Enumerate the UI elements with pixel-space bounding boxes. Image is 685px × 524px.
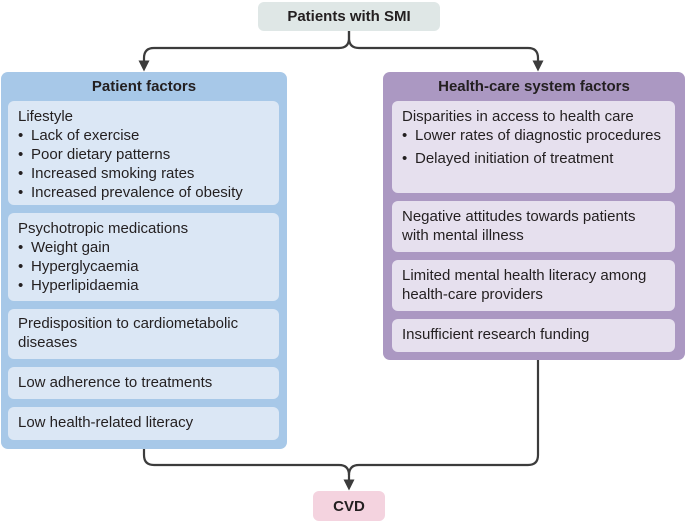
limited-literacy-box: Limited mental health literacy among hea…: [392, 260, 675, 311]
access-disparities-list: Lower rates of diagnostic procedures Del…: [402, 126, 665, 168]
connector-top-to-patient: [138, 31, 351, 72]
predisposition-text: Predisposition to cardiometabolic diseas…: [18, 315, 239, 351]
research-funding-box: Insufficient research funding: [392, 319, 675, 352]
psychotropic-medications-list: Weight gain Hyperglycaemia Hyperlipidaem…: [18, 238, 269, 295]
list-item: Poor dietary patterns: [18, 145, 269, 164]
patient-factors-panel: Patient factors Lifestyle Lack of exerci…: [1, 72, 287, 449]
patients-with-smi-label: Patients with SMI: [287, 8, 411, 25]
negative-attitudes-box: Negative attitudes towards patients with…: [392, 201, 675, 252]
connector-patient-to-cvd: [142, 449, 355, 491]
list-item: Lack of exercise: [18, 126, 269, 145]
access-disparities-heading: Disparities in access to health care: [402, 108, 634, 125]
connector-top-to-health: [347, 31, 544, 72]
patient-factors-title: Patient factors: [91, 78, 197, 95]
limited-literacy-text: Limited mental health literacy among hea…: [402, 267, 647, 303]
lifestyle-heading: Lifestyle: [18, 108, 74, 125]
psychotropic-medications-box: Psychotropic medications Weight gain Hyp…: [8, 213, 279, 301]
health-care-factors-title: Health-care system factors: [438, 78, 630, 95]
patients-with-smi-node: Patients with SMI: [258, 2, 440, 31]
low-literacy-box: Low health-related literacy: [8, 407, 279, 440]
list-item: Delayed initiation of treatment: [402, 149, 665, 168]
low-adherence-box: Low adherence to treatments: [8, 367, 279, 399]
list-item: Increased smoking rates: [18, 164, 269, 183]
predisposition-box: Predisposition to cardiometabolic diseas…: [8, 309, 279, 359]
list-item: Weight gain: [18, 238, 269, 257]
lifestyle-list: Lack of exercise Poor dietary patterns I…: [18, 126, 269, 202]
health-care-factors-panel: Health-care system factors Disparities i…: [383, 72, 685, 360]
list-item: Hyperlipidaemia: [18, 276, 269, 295]
psychotropic-medications-heading: Psychotropic medications: [18, 220, 189, 237]
negative-attitudes-text: Negative attitudes towards patients with…: [402, 208, 636, 244]
list-item: Lower rates of diagnostic procedures: [402, 126, 665, 145]
low-literacy-text: Low health-related literacy: [18, 414, 194, 431]
research-funding-text: Insufficient research funding: [402, 326, 590, 343]
list-item: Increased prevalence of obesity: [18, 183, 269, 202]
connector-health-to-cvd: [347, 360, 540, 476]
lifestyle-box: Lifestyle Lack of exercise Poor dietary …: [8, 101, 279, 205]
cvd-label: CVD: [333, 497, 365, 515]
cvd-node: CVD: [313, 491, 385, 521]
low-adherence-text: Low adherence to treatments: [18, 374, 213, 391]
list-item: Hyperglycaemia: [18, 257, 269, 276]
access-disparities-box: Disparities in access to health care Low…: [392, 101, 675, 193]
